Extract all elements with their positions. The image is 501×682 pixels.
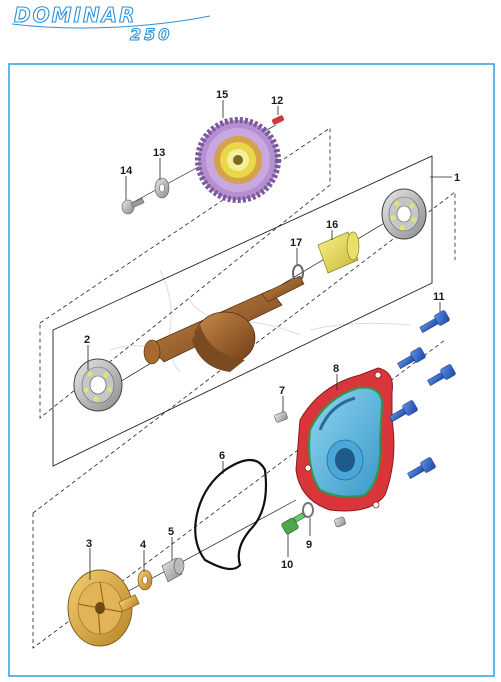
callout-3: 3 (86, 538, 92, 550)
impeller-3 (67, 569, 140, 647)
o-ring-6 (194, 458, 268, 571)
group-box-1 (52, 155, 433, 467)
pump-housing (295, 367, 395, 512)
bearing-left (73, 358, 123, 412)
bolt-10 (281, 512, 306, 535)
callout-1: 1 (454, 172, 460, 184)
brand-logo: DOMINAR 250 (11, 2, 211, 45)
bearing-right (381, 188, 427, 240)
seal-5 (161, 557, 185, 583)
dowel-7 (274, 411, 288, 423)
sleeve-16 (317, 231, 360, 274)
callout-11: 11 (433, 291, 445, 303)
washer-9 (302, 502, 314, 518)
washer-4 (137, 569, 153, 591)
shaft-part (143, 275, 305, 372)
callout-4: 4 (140, 539, 147, 551)
washer-13 (154, 177, 170, 199)
callout-8: 8 (333, 363, 339, 375)
callout-13: 13 (153, 147, 165, 159)
logo-word: DOMINAR (14, 3, 137, 27)
callout-10: 10 (281, 559, 293, 571)
callout-15: 15 (216, 89, 228, 101)
callout-2: 2 (84, 334, 90, 346)
callout-6: 6 (219, 450, 225, 462)
bolts-11 (389, 310, 456, 479)
leader-lines (87, 100, 452, 580)
callout-7: 7 (279, 385, 285, 397)
callout-labels: 1 2 3 4 5 6 7 8 9 10 11 12 13 14 15 16 1… (84, 89, 460, 571)
gear-part (195, 117, 281, 203)
callout-17: 17 (290, 237, 302, 249)
callout-14: 14 (120, 165, 133, 177)
logo-model: 250 (130, 25, 172, 44)
screw-14 (121, 197, 145, 215)
diagram-frame (8, 63, 495, 677)
logo-swoosh (11, 15, 211, 29)
callout-9: 9 (306, 539, 312, 551)
callout-5: 5 (168, 526, 174, 538)
pin-part (271, 115, 285, 125)
dowel-lower (334, 516, 346, 528)
callout-12: 12 (271, 95, 283, 107)
callout-16: 16 (326, 219, 338, 231)
